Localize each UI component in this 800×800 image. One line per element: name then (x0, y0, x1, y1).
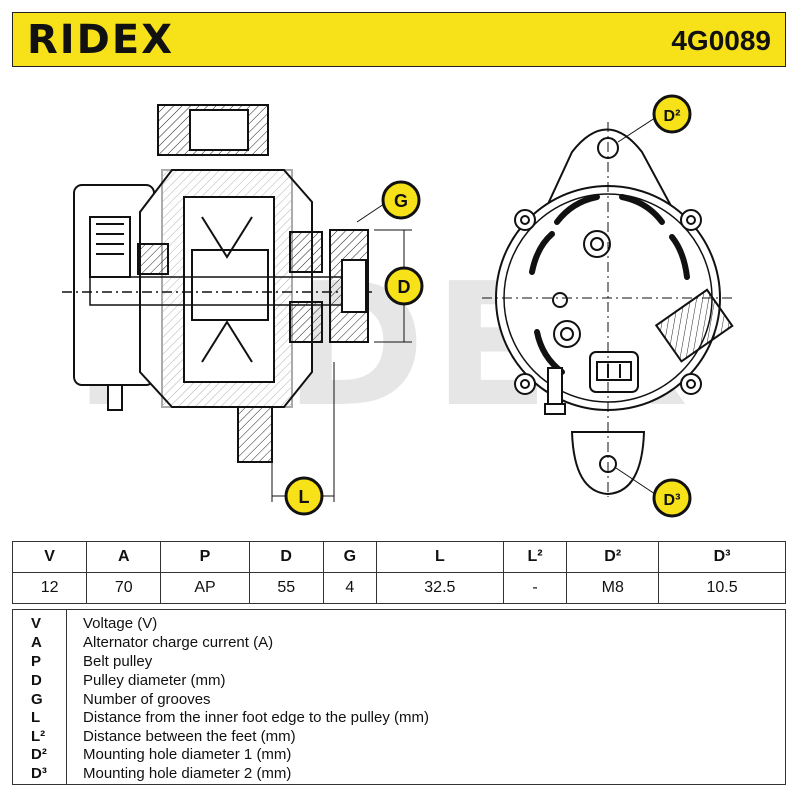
spec-header-row: V A P D G L L² D² D³ (11, 541, 786, 573)
legend-key: G (31, 691, 43, 708)
technical-drawing: RIDEX (12, 72, 786, 534)
svg-text:D²: D² (664, 108, 681, 125)
legend-key: P (31, 653, 42, 670)
spec-value: 55 (248, 572, 324, 604)
callout-g: G (381, 180, 421, 220)
callout-l: L (284, 476, 324, 516)
spec-header: L (375, 541, 504, 573)
spec-value: - (502, 572, 568, 604)
spec-value: 10.5 (658, 572, 786, 604)
legend-desc: Belt pulley (83, 653, 153, 670)
spec-value: 12 (11, 572, 88, 604)
spec-value: M8 (566, 572, 660, 604)
legend-key: V (31, 615, 42, 632)
svg-text:L: L (299, 487, 310, 507)
svg-text:D³: D³ (664, 492, 681, 509)
svg-text:G: G (394, 191, 408, 211)
side-view (62, 104, 412, 502)
spec-value-row: 12 70 AP 55 4 32.5 - M8 10.5 (11, 572, 786, 604)
legend-item: V Voltage (V) (13, 615, 785, 634)
legend-box: V Voltage (V) A Alternator charge curren… (12, 609, 786, 785)
legend-desc: Mounting hole diameter 1 (mm) (83, 746, 292, 763)
legend-item: L² Distance between the feet (mm) (13, 728, 785, 747)
rotor (183, 196, 275, 383)
mounting-foot (237, 406, 273, 463)
spec-value: 32.5 (375, 572, 504, 604)
part-number: 4G0089 (671, 25, 771, 56)
legend-desc: Mounting hole diameter 2 (mm) (83, 765, 292, 782)
legend-item: L Distance from the inner foot edge to t… (13, 709, 785, 728)
legend-item: D² Mounting hole diameter 1 (mm) (13, 746, 785, 765)
legend-divider (66, 610, 67, 784)
callout-d: D (384, 266, 424, 306)
legend-item: G Number of grooves (13, 691, 785, 710)
spec-header: A (86, 541, 162, 573)
callout-d3: D³ (652, 478, 692, 518)
spec-header: P (160, 541, 250, 573)
legend-key: D (31, 672, 42, 689)
spec-header: L² (502, 541, 568, 573)
legend-key: D² (31, 746, 47, 763)
legend-key: L (31, 709, 41, 726)
legend-key: A (31, 634, 42, 651)
svg-text:D: D (398, 277, 411, 297)
legend-item: P Belt pulley (13, 653, 785, 672)
spec-header: D² (566, 541, 660, 573)
spec-header: D (248, 541, 324, 573)
front-view (482, 115, 734, 497)
legend-desc: Distance between the feet (mm) (83, 728, 296, 745)
legend-desc: Voltage (V) (83, 615, 158, 632)
header-bar: RIDEX 4G0089 (12, 12, 786, 67)
legend-item: A Alternator charge current (A) (13, 634, 785, 653)
legend-key: D³ (31, 765, 47, 782)
spec-table: V A P D G L L² D² D³ 12 70 AP 55 4 32.5 … (11, 541, 786, 604)
spec-header: G (322, 541, 377, 573)
spec-header: V (11, 541, 88, 573)
brand-logo: RIDEX (27, 17, 175, 63)
legend-desc: Alternator charge current (A) (83, 634, 274, 651)
spec-value: 4 (322, 572, 377, 604)
alternator-diagram: G D L D² D³ (62, 94, 734, 518)
legend-desc: Pulley diameter (mm) (83, 672, 226, 689)
legend-item: D³ Mounting hole diameter 2 (mm) (13, 765, 785, 784)
spec-value: AP (160, 572, 250, 604)
callout-d2: D² (652, 94, 692, 134)
legend-item: D Pulley diameter (mm) (13, 672, 785, 691)
regulator (654, 288, 734, 363)
legend-key: L² (31, 728, 46, 745)
legend-desc: Distance from the inner foot edge to the… (83, 709, 429, 726)
spec-value: 70 (86, 572, 162, 604)
spec-header: D³ (658, 541, 786, 573)
legend-desc: Number of grooves (83, 691, 211, 708)
